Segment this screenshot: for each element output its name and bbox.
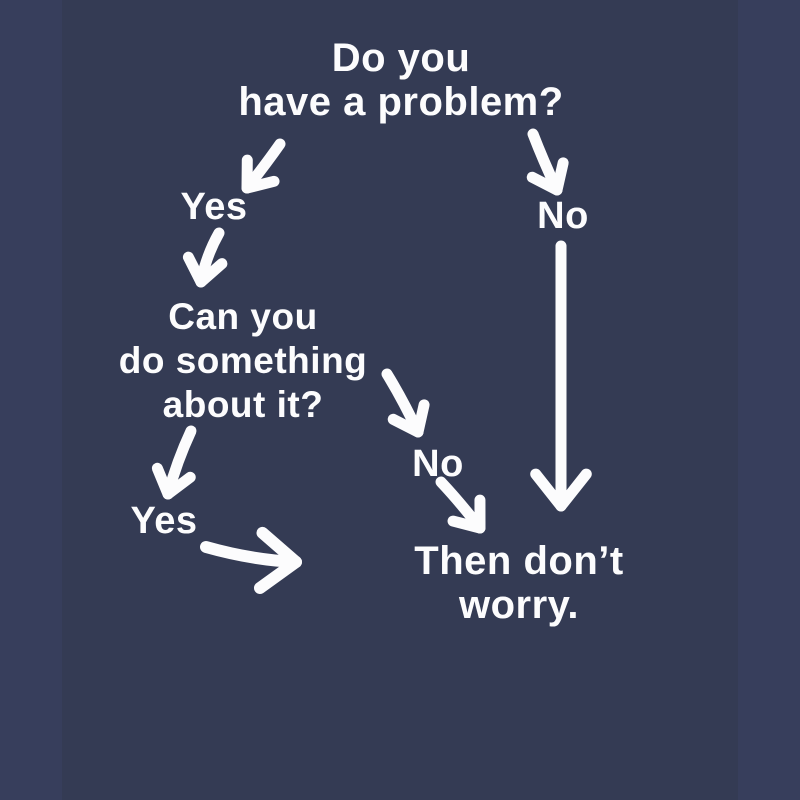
arrow-second-question-to-no-icon (381, 368, 430, 438)
arrow-second-no-to-conclusion-icon (435, 476, 486, 534)
arrow-root-to-no-icon (526, 128, 569, 196)
root-question: Do you have a problem? (238, 36, 564, 124)
arrow-yes-to-second-question-icon (182, 227, 228, 288)
arrow-root-to-yes-icon (241, 138, 286, 194)
arrow-second-question-to-yes-icon (151, 425, 197, 500)
right-margin-strip (738, 0, 800, 800)
no-label-2: No (412, 443, 464, 485)
yes-label-1: Yes (180, 186, 248, 228)
second-question: Can you do something about it? (118, 296, 368, 425)
arrow-second-yes-to-conclusion-icon (200, 526, 302, 594)
yes-label-2: Yes (130, 500, 198, 542)
left-margin-strip (0, 0, 62, 800)
conclusion-text: Then don’t worry. (414, 539, 624, 627)
no-label-1: No (537, 195, 589, 237)
